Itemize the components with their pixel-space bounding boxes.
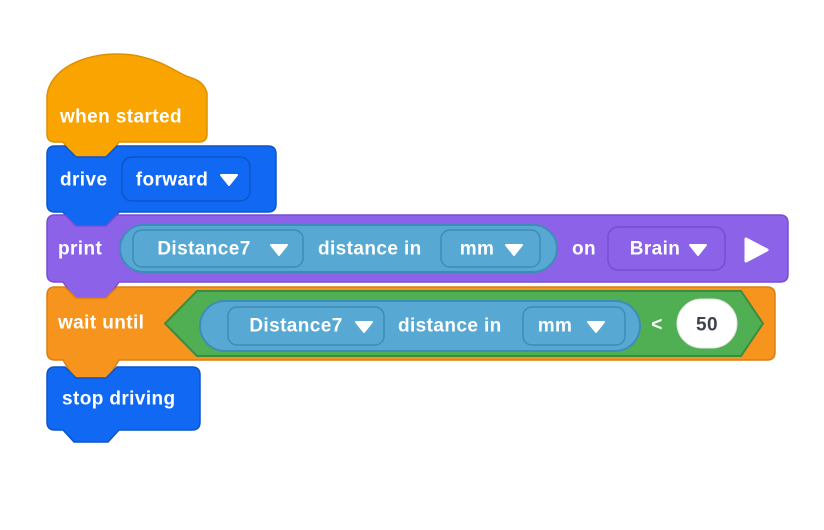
dropdown-arrow-icon [270,244,288,256]
dropdown-field [522,306,626,346]
wait-until-label: wait until [57,313,144,334]
drive-block[interactable]: drive forward [46,145,277,229]
distance-reporter[interactable]: Distance7 distance in mm [119,224,558,273]
sensor-value: Distance7 [157,239,250,260]
dropdown-field [440,229,541,268]
print-target-value: Brain [630,239,681,260]
dropdown-arrow-icon [220,174,238,186]
number-input-shape [676,298,738,349]
sensor-dropdown[interactable]: Distance7 [132,229,304,268]
dropdown-field [607,226,726,271]
condition-boolean[interactable]: Distance7 distance in mm < 50 [163,290,765,357]
sensor-value: Distance7 [249,316,342,337]
drive-label: drive [60,170,107,191]
unit-dropdown[interactable]: mm [522,306,626,346]
print-on-label: on [572,239,596,260]
drive-direction-value: forward [136,170,208,191]
comparison-operator: < [651,315,663,336]
wait-until-block[interactable]: wait until Distance7 distance in mm [46,286,776,379]
dropdown-arrow-icon [587,321,605,333]
expand-arrow-icon[interactable] [744,237,769,263]
unit-value: mm [460,239,495,260]
number-input[interactable]: 50 [676,298,738,349]
stop-driving-label: stop driving [62,389,176,410]
unit-value: mm [538,316,573,337]
sensor-dropdown[interactable]: Distance7 [227,306,385,346]
dropdown-arrow-icon [355,321,373,333]
hat-block-shape [46,53,208,159]
number-input-value: 50 [696,315,718,336]
dropdown-field [227,306,385,346]
dropdown-field [121,156,251,202]
drive-direction-dropdown[interactable]: forward [121,156,251,202]
dropdown-arrow-icon [505,244,523,256]
dropdown-arrow-icon [689,244,707,256]
stop-driving-block-shape [46,366,201,443]
when-started-label: when started [59,107,182,128]
print-label: print [58,239,102,260]
when-started-block[interactable]: when started [46,53,208,159]
reporter-attribute-label: distance in [398,316,502,337]
dropdown-field [132,229,304,268]
stop-driving-block[interactable]: stop driving [46,366,201,443]
print-block[interactable]: print Distance7 distance in mm on Brain [46,214,789,299]
reporter-attribute-label: distance in [318,239,422,260]
unit-dropdown[interactable]: mm [440,229,541,268]
print-target-dropdown[interactable]: Brain [607,226,726,271]
distance-reporter[interactable]: Distance7 distance in mm [199,300,641,352]
